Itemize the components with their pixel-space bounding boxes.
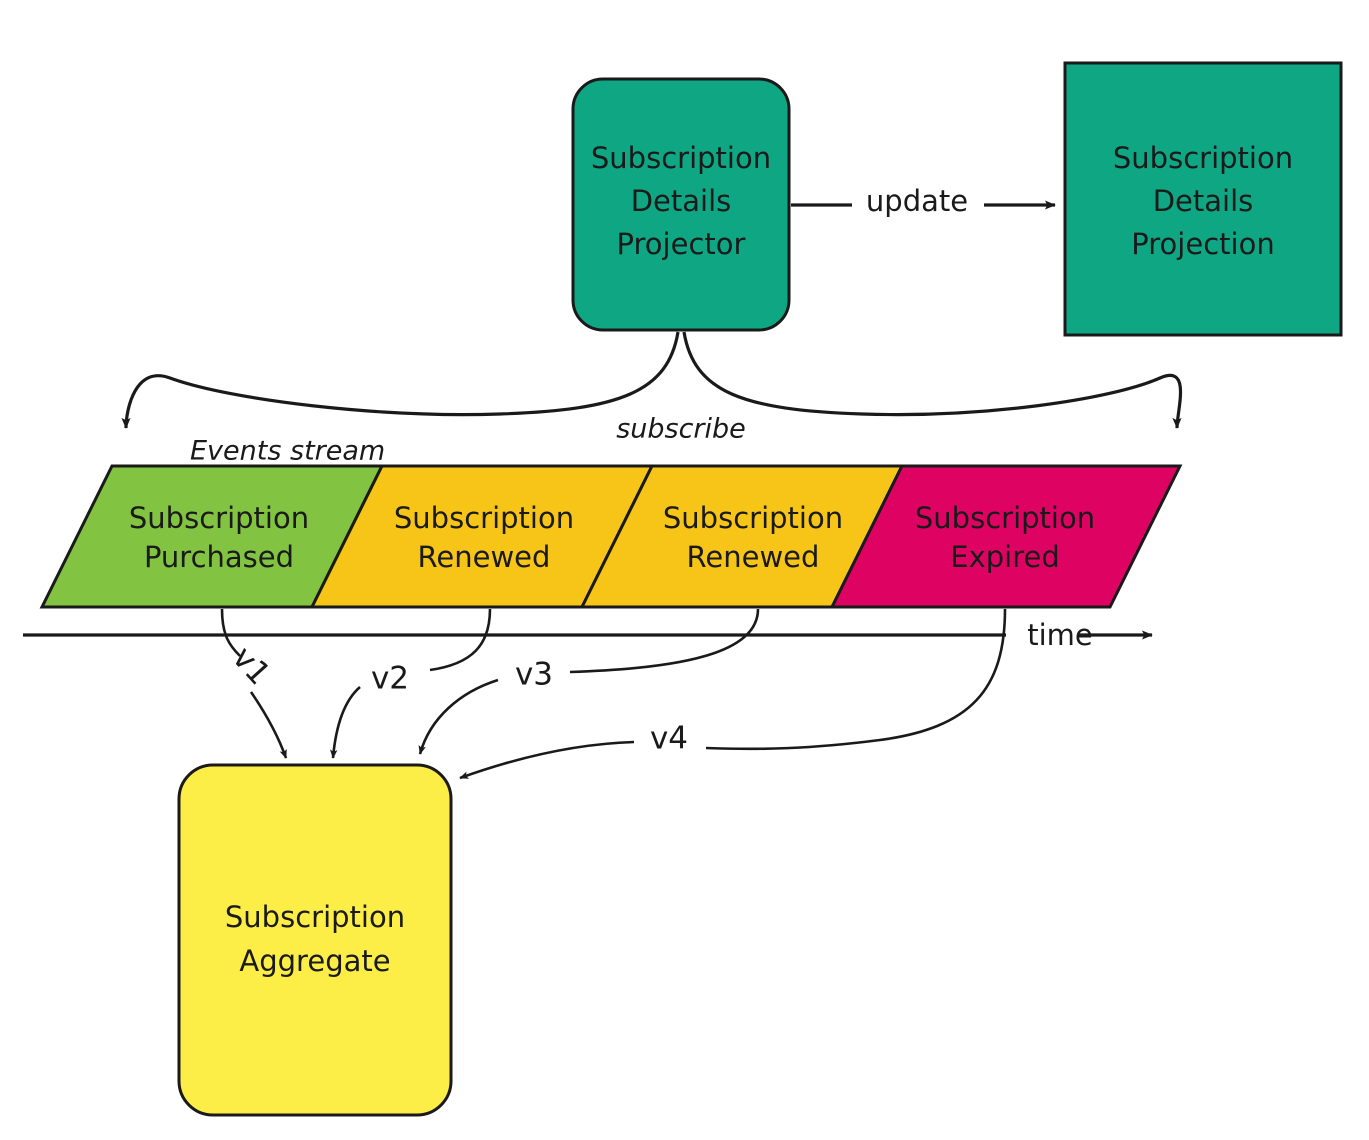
v3-label: v3 (515, 657, 553, 693)
v4-label: v4 (650, 721, 688, 757)
events-stream-caption: Events stream (190, 436, 385, 467)
time-axis-label: time (1027, 618, 1093, 652)
event-segment-subscription-expired[interactable]: Subscription Expired (829, 464, 1183, 609)
edge-version-v2: v2 (329, 608, 492, 759)
subscribe-edge-label: subscribe (616, 414, 746, 445)
event-4-label-line-1: Subscription (915, 501, 1095, 535)
node-subscription-details-projection[interactable]: Subscription Details Projection (1063, 61, 1343, 337)
time-axis: time (23, 618, 1153, 652)
v2-edge-upper (429, 608, 492, 672)
node-subscription-aggregate[interactable]: Subscription Aggregate (177, 763, 453, 1117)
projection-label-line-2: Details (1153, 184, 1254, 218)
event-4-label-line-2: Expired (950, 540, 1060, 574)
event-1-label-line-1: Subscription (129, 501, 309, 535)
edge-subscribe: subscribe (121, 331, 1183, 445)
v2-label: v2 (371, 661, 409, 697)
v1-edge-lower-arrow (249, 691, 288, 759)
edge-update: update (791, 184, 1056, 218)
node-subscription-details-projector[interactable]: Subscription Details Projector (571, 77, 791, 332)
event-4-shape (829, 464, 1183, 609)
v1-edge-upper (220, 608, 241, 657)
event-segment-subscription-renewed-1[interactable]: Subscription Renewed (309, 464, 655, 609)
event-1-label-line-2: Purchased (144, 540, 294, 574)
aggregate-label-line-1: Subscription (225, 900, 405, 934)
subscribe-right-branch (682, 331, 1183, 429)
v4-edge-right (705, 608, 1007, 751)
update-edge-label: update (866, 184, 968, 218)
projector-label-line-2: Details (631, 184, 732, 218)
event-2-label-line-1: Subscription (394, 501, 574, 535)
v3-edge-lower-arrow (418, 678, 499, 755)
subscribe-left-branch (121, 331, 680, 429)
projection-box-shape (1063, 61, 1343, 337)
aggregate-label-line-2: Aggregate (239, 944, 390, 978)
projection-label-line-3: Projection (1131, 227, 1274, 261)
event-2-label-line-2: Renewed (418, 540, 551, 574)
projector-box-shape (571, 77, 791, 332)
v3-edge-upper (569, 608, 760, 674)
projector-label-line-1: Subscription (591, 141, 771, 175)
aggregate-box-shape (177, 763, 453, 1117)
v4-edge-left-arrow (459, 740, 635, 780)
v2-edge-lower-arrow (329, 686, 361, 759)
projector-label-line-3: Projector (617, 227, 746, 261)
event-segment-subscription-purchased[interactable]: Subscription Purchased (39, 464, 385, 609)
events-stream: Subscription Purchased Subscription Rene… (39, 464, 1183, 609)
edge-version-v1: v1 (220, 608, 288, 759)
event-3-label-line-1: Subscription (663, 501, 843, 535)
event-3-label-line-2: Renewed (687, 540, 820, 574)
edge-version-v4: v4 (459, 608, 1007, 780)
edge-version-v3: v3 (418, 608, 760, 755)
projection-label-line-1: Subscription (1113, 141, 1293, 175)
